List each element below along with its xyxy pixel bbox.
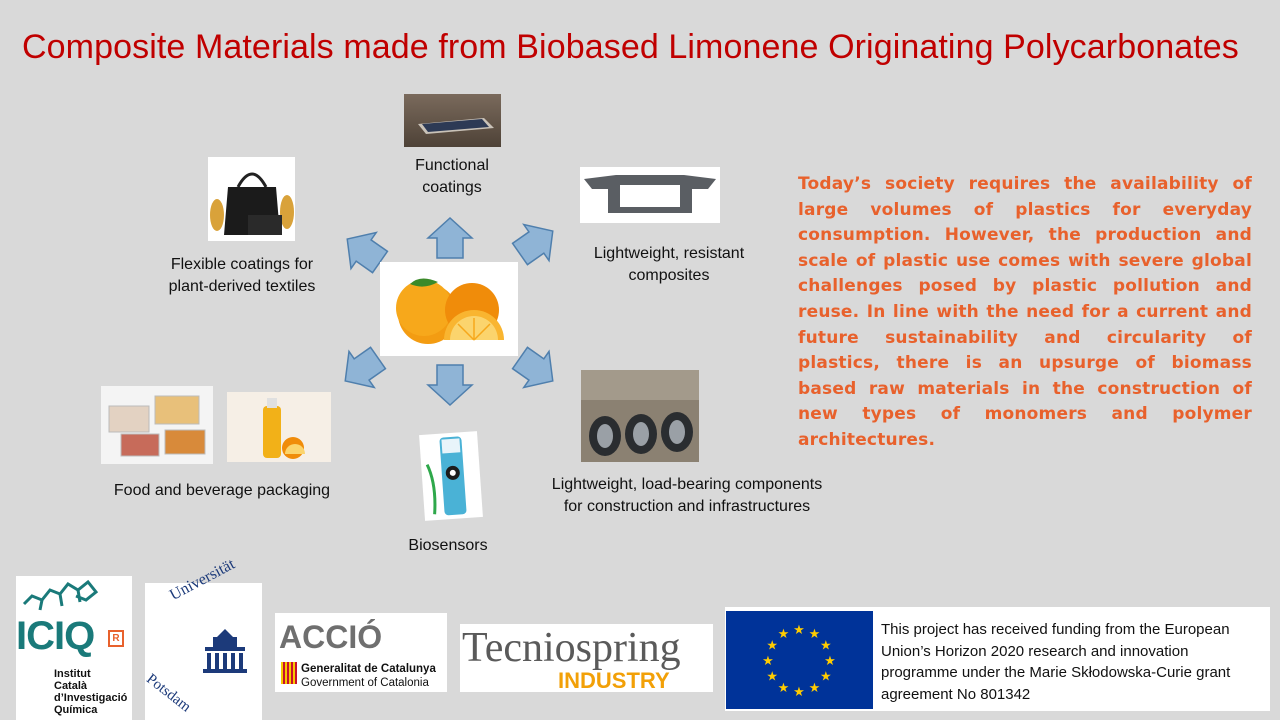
eu-star-icon: ★ (820, 639, 832, 654)
accio-name: ACCIÓ (279, 619, 383, 655)
building-icon (203, 629, 247, 673)
eu-star-icon: ★ (762, 654, 774, 669)
iciq-name: ICIQ (16, 614, 95, 658)
eu-flag-icon: ★★★★★★★★★★★★ (726, 611, 873, 709)
label-food-packaging: Food and beverage packaging (113, 482, 331, 499)
biosensor-icon (425, 436, 467, 516)
eu-star-icon: ★ (824, 654, 836, 669)
eu-star-icon: ★ (793, 623, 805, 638)
accio-line1: Generalitat de Catalunya (301, 663, 436, 675)
iciq-line2: Català (54, 680, 88, 692)
handbag-image (208, 157, 295, 241)
iciq-line4: Química (54, 704, 98, 716)
potsdam-top-text: Universität (167, 555, 238, 605)
car-frame-icon (584, 175, 716, 213)
phone-image (404, 94, 501, 147)
potsdam-bottom-text: Potsdam (143, 671, 194, 716)
catalonia-flag-icon (281, 662, 297, 684)
tecniospring-logo: Tecniospring INDUSTRY (460, 624, 713, 693)
food-tray-icon (108, 395, 206, 457)
label-lightweight-composites: Lightweight, resistant composites (593, 245, 745, 284)
concrete-pipes-icon (581, 370, 699, 456)
eu-star-icon: ★ (820, 670, 832, 685)
smartphone-icon (418, 118, 494, 134)
eu-star-icon: ★ (766, 670, 778, 685)
description-text: Today’s society requires the availabilit… (798, 174, 1252, 450)
label-biosensors: Biosensors (408, 537, 488, 554)
juice-bottle-icon (263, 398, 305, 459)
tecniospring-sub: INDUSTRY (558, 668, 670, 693)
eu-star-icon: ★ (793, 685, 805, 700)
eu-funding-text: This project has received funding from t… (881, 621, 1231, 703)
label-load-bearing: Lightweight, load-bearing components for… (551, 476, 823, 515)
label-functional-coatings: Functional coatings (415, 157, 489, 196)
car-part-image (580, 167, 720, 223)
page-title: Composite Materials made from Biobased L… (22, 28, 1239, 66)
biosensor-image (419, 431, 483, 521)
tecniospring-name: Tecniospring (462, 625, 681, 671)
arrow-down (427, 364, 473, 406)
label-flexible-coatings: Flexible coatings for plant-derived text… (168, 256, 316, 295)
juice-bottle-image (227, 392, 331, 462)
iciq-line3: d’Investigació (54, 692, 128, 704)
eu-star-icon: ★ (809, 681, 821, 696)
food-tray-image (101, 386, 213, 464)
arrow-up (427, 217, 473, 259)
iciq-mark: R (108, 630, 124, 647)
eu-star-icon: ★ (778, 681, 790, 696)
orange-image (380, 262, 518, 356)
accio-line2: Government of Catalonia (301, 677, 429, 689)
accio-logo: ACCIÓ Generalitat de Catalunya Governmen… (275, 613, 447, 692)
eu-funding-box: ★★★★★★★★★★★★ This project has received f… (725, 607, 1270, 711)
iciq-logo: ICIQ R Institut Català d’Investigació Qu… (16, 576, 132, 720)
eu-star-icon: ★ (778, 627, 790, 642)
eu-star-icon: ★ (809, 627, 821, 642)
potsdam-logo: Universität Potsdam (143, 556, 262, 720)
molecule-icon (22, 579, 99, 611)
handbag-icon (210, 172, 294, 235)
iciq-line1: Institut (54, 668, 91, 680)
eu-star-icon: ★ (766, 639, 778, 654)
pipes-image (581, 370, 699, 462)
orange-icon (396, 278, 504, 344)
